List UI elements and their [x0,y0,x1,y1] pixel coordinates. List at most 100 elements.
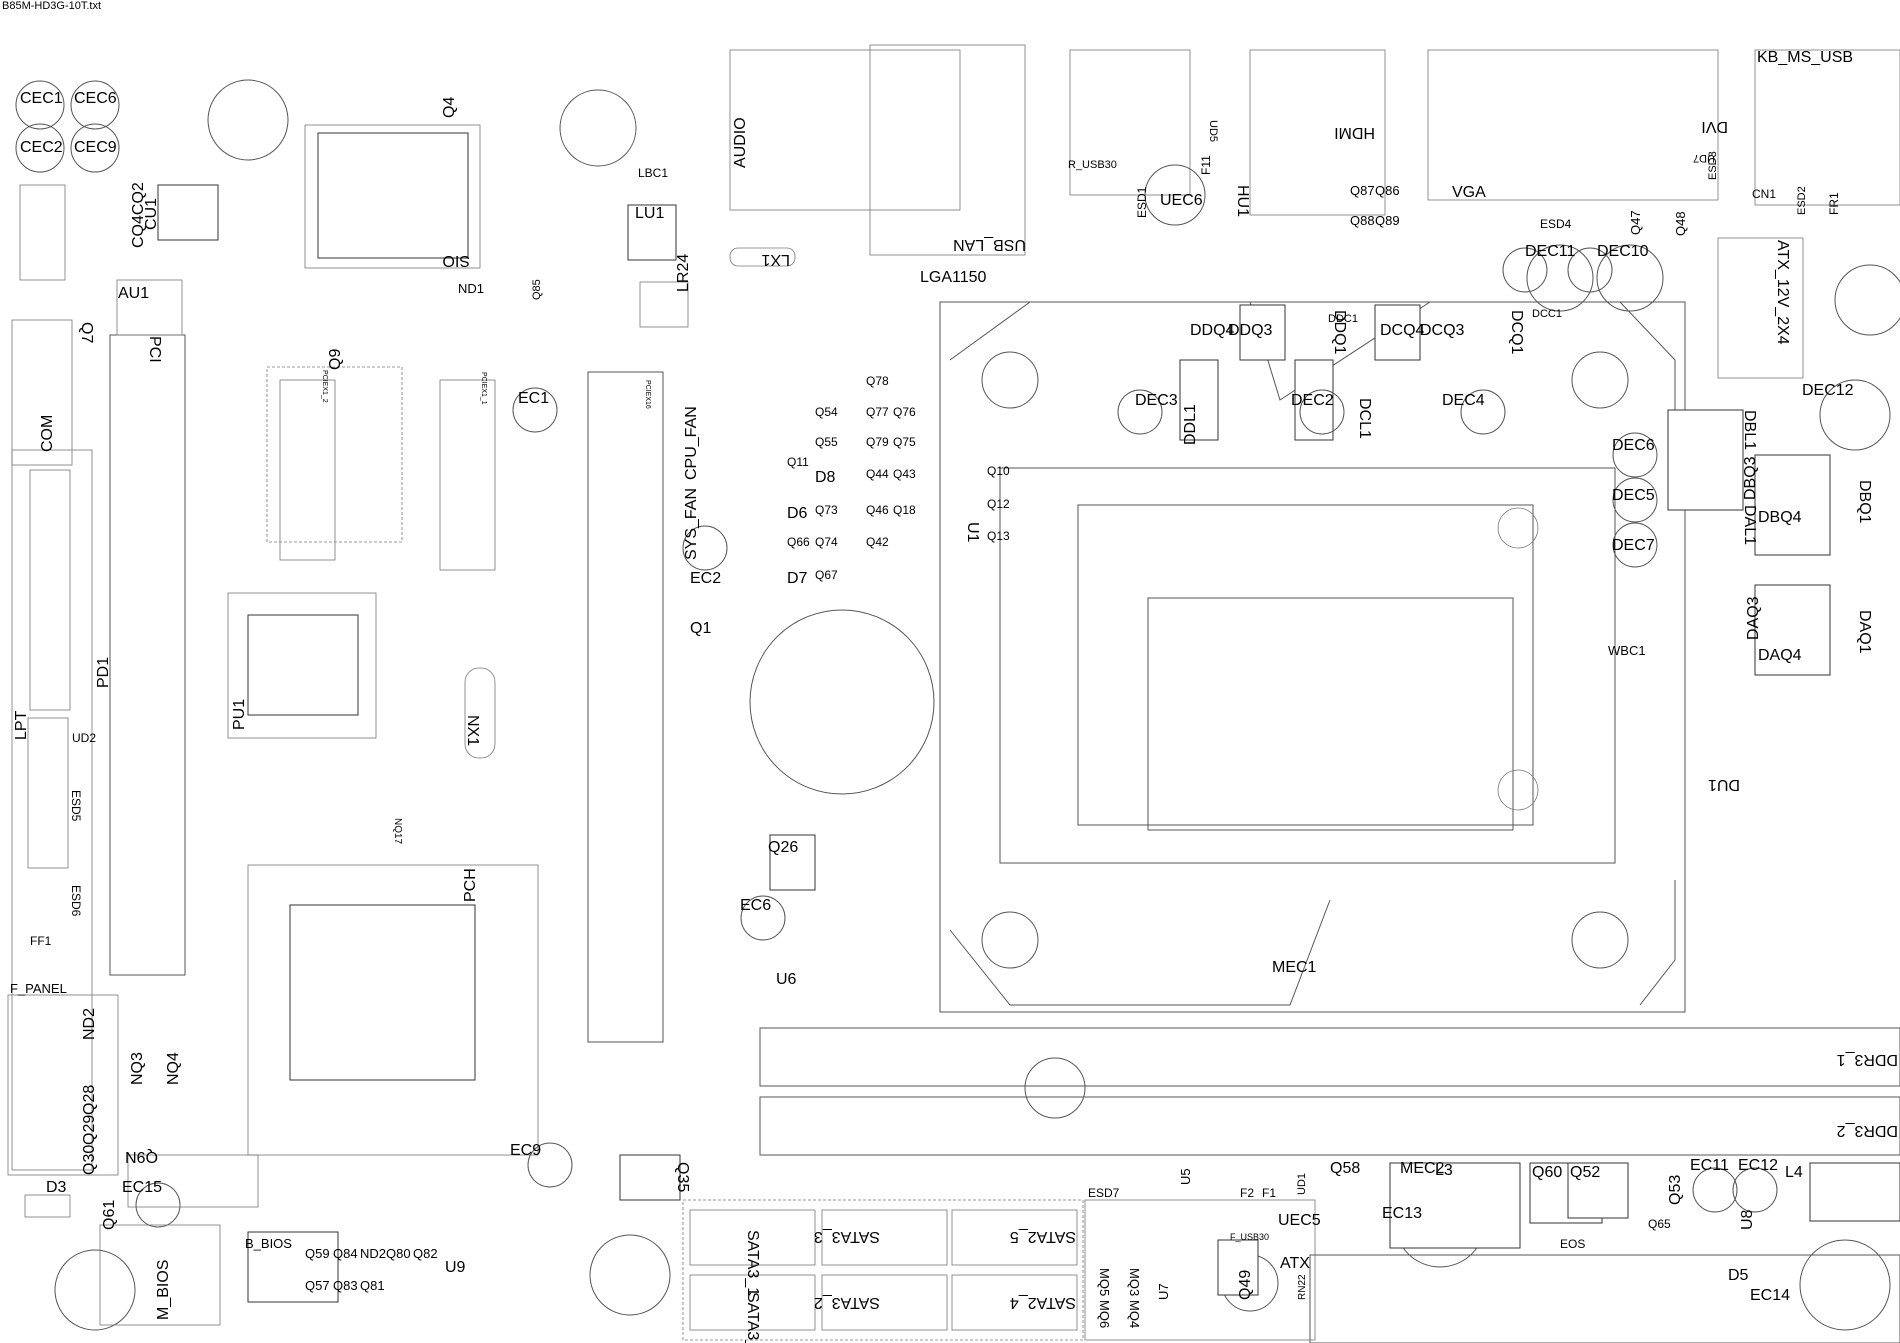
label: Q76 [893,405,916,419]
label: COM [39,415,56,452]
label: SIO [442,252,470,269]
label: PU1 [231,699,248,730]
label: F2 [1240,1186,1254,1200]
label: DBL1 [1741,410,1758,450]
label: NQ17 [392,818,403,845]
label: Q10 [987,464,1010,478]
label: DEC10 [1597,243,1649,260]
label: B_BIOS [245,1236,292,1251]
label: MQ6 [1097,1300,1112,1328]
label: SATA3_1 [744,1230,761,1296]
label: D6 [787,505,808,522]
label: DDR3_2 [1837,1122,1898,1139]
label: ND1 [458,281,484,296]
component-labels: CEC1 CEC6 CEC2 CEC9 CU1 CQ4CQ2 SIO Q4 ND… [10,49,1898,1343]
label: U5 [1178,1168,1193,1185]
label: Q83 [333,1278,358,1293]
label: SATA3_0 [744,1292,761,1343]
label: CEC9 [74,139,117,156]
label: Q65 [1648,1217,1671,1231]
label: Q73 [815,503,838,517]
label: Q85 [531,279,543,300]
label: UD5 [1207,120,1219,142]
label: Q7 [78,322,95,343]
label: Q75 [893,435,916,449]
label: Q59 [305,1246,330,1261]
label: UEC6 [1160,192,1203,209]
label: SATA3_2 [814,1294,880,1311]
label: ND2 [81,1008,98,1040]
label: DAQ4 [1758,647,1802,664]
label: DCQ4 [1380,322,1425,339]
label: Q46 [866,503,889,517]
label: DEC4 [1442,392,1485,409]
label: Q11 [787,455,809,469]
label: F1 [1262,1186,1276,1200]
label: CPU_FAN [683,406,700,480]
label: EC9 [510,1142,541,1159]
label: SATA2_4 [1010,1294,1076,1311]
label: F_PANEL [10,981,67,996]
label: DDC1 [1328,313,1358,325]
label: EC14 [1750,1287,1790,1304]
label: DDL1 [1182,404,1199,445]
label: Q1 [690,620,711,637]
label: D3 [46,1179,67,1196]
label: EC13 [1382,1205,1422,1222]
label: DCC1 [1532,308,1562,320]
label: Q13 [987,529,1010,543]
label: Q58 [1330,1160,1360,1177]
label: Q53 [1667,1175,1684,1205]
label: UD7 [1693,152,1715,164]
label: DAL1 [1741,505,1758,545]
label: ESD1 [1135,186,1149,218]
label: PCIEX16 [644,380,651,409]
label: SATA3_3 [814,1228,880,1245]
label: DCQ1 [1508,310,1525,355]
label: ESD3 [1707,151,1719,180]
label: LPT [13,710,30,740]
label: Q12 [987,497,1010,511]
label: VGA [1452,184,1486,201]
label: Q42 [866,535,889,549]
label: DDQ1 [1331,310,1348,355]
label: U7 [1156,1283,1171,1300]
label: CEC6 [74,90,117,107]
label: ESD5 [69,790,83,822]
label: MQ4 [1127,1300,1142,1328]
label: DEC11 [1525,243,1575,260]
label: DBQ3 [1742,456,1759,500]
page-title: B85M-HD3G-10T.txt [2,0,102,12]
label: Q52 [1570,1164,1600,1181]
label: Q4 [441,97,458,118]
label: Q26 [768,839,798,856]
label: Q54 [815,405,838,419]
label: FF1 [30,934,52,948]
label: Q74 [815,535,838,549]
label: DEC3 [1135,392,1178,409]
label: ESD2 [1796,186,1808,215]
label: ESD7 [1088,1186,1120,1200]
label: EC11 [1690,1157,1729,1174]
label: DBQ1 [1856,480,1873,524]
label: ATX [1280,1255,1310,1272]
label: Q82 [413,1246,438,1261]
label: EC12 [1738,1157,1778,1174]
label: MQ5 [1097,1268,1112,1296]
label: Q57 [305,1278,330,1293]
label: DDQ4 [1190,322,1235,339]
label: NX1 [464,715,481,746]
label: DBQ4 [1758,509,1802,526]
label: Q61 [101,1200,118,1230]
label: Q88 [1350,213,1375,228]
label: D7 [787,570,808,587]
label: Q30 [81,1145,98,1175]
label: ESD6 [69,885,83,917]
label: USB_LAN [953,236,1026,253]
label: Q87 [1350,183,1375,198]
label: HU1 [1234,185,1251,217]
label: M_BIOS [155,1260,172,1320]
label: Q60 [1532,1164,1562,1181]
label: DAQ3 [1745,596,1762,640]
